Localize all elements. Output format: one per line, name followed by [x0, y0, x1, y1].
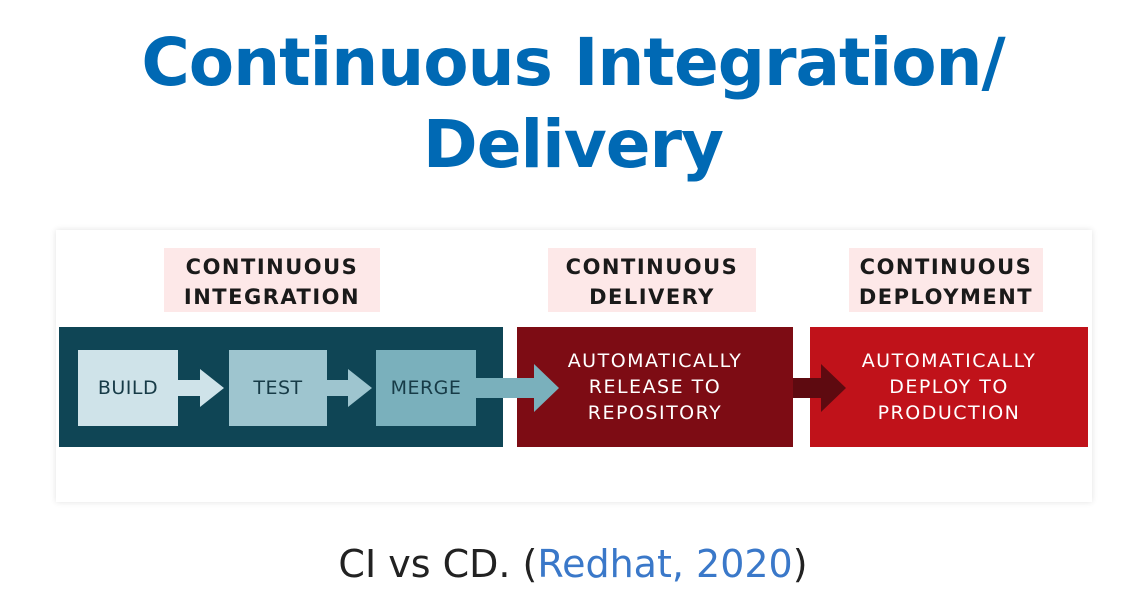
heading-line-2: INTEGRATION	[183, 285, 361, 309]
continuous-deployment-panel: AUTOMATICALLY DEPLOY TO PRODUCTION	[810, 327, 1088, 447]
deployment-line-2: DEPLOY TO	[889, 376, 1009, 398]
heading-line-1: CONTINUOUS	[565, 255, 739, 279]
continuous-delivery-panel: AUTOMATICALLY RELEASE TO REPOSITORY	[517, 327, 793, 447]
page-title-line-2: Delivery	[422, 106, 724, 183]
step-test: TEST	[229, 350, 327, 426]
heading-highlight	[548, 248, 756, 312]
citation-link[interactable]: Redhat, 2020	[537, 542, 793, 586]
caption-suffix: )	[792, 542, 808, 586]
delivery-line-3: REPOSITORY	[587, 402, 723, 424]
deployment-line-3: PRODUCTION	[877, 402, 1021, 424]
page-title-line-1: Continuous Integration/	[141, 24, 1005, 101]
heading-line-1: CONTINUOUS	[185, 255, 359, 279]
arrow-build-to-test-icon	[178, 369, 224, 407]
heading-continuous-delivery: CONTINUOUS DELIVERY	[548, 248, 756, 312]
heading-highlight	[164, 248, 380, 312]
delivery-line-2: RELEASE TO	[588, 376, 722, 398]
heading-line-2: DEPLOYMENT	[858, 285, 1034, 309]
flow-arrows	[178, 364, 846, 412]
heading-line-1: CONTINUOUS	[859, 255, 1033, 279]
caption-prefix: CI vs CD. (	[338, 542, 538, 586]
ci-cd-diagram: CONTINUOUS INTEGRATION CONTINUOUS DELIVE…	[56, 230, 1092, 502]
heading-continuous-integration: CONTINUOUS INTEGRATION	[164, 248, 380, 312]
delivery-line-1: AUTOMATICALLY	[567, 350, 743, 372]
step-build: BUILD	[78, 350, 178, 426]
arrow-delivery-to-deployment-icon	[793, 364, 846, 412]
heading-highlight	[849, 248, 1043, 312]
heading-line-2: DELIVERY	[589, 285, 715, 309]
deployment-line-1: AUTOMATICALLY	[861, 350, 1037, 372]
arrow-merge-to-delivery-icon	[476, 364, 559, 412]
arrow-test-to-merge-icon	[327, 369, 372, 407]
figure-caption: CI vs CD. (Redhat, 2020)	[0, 540, 1146, 588]
heading-continuous-deployment: CONTINUOUS DEPLOYMENT	[849, 248, 1043, 312]
step-merge: MERGE	[376, 350, 476, 426]
page-title: Continuous Integration/ Delivery	[0, 22, 1146, 186]
